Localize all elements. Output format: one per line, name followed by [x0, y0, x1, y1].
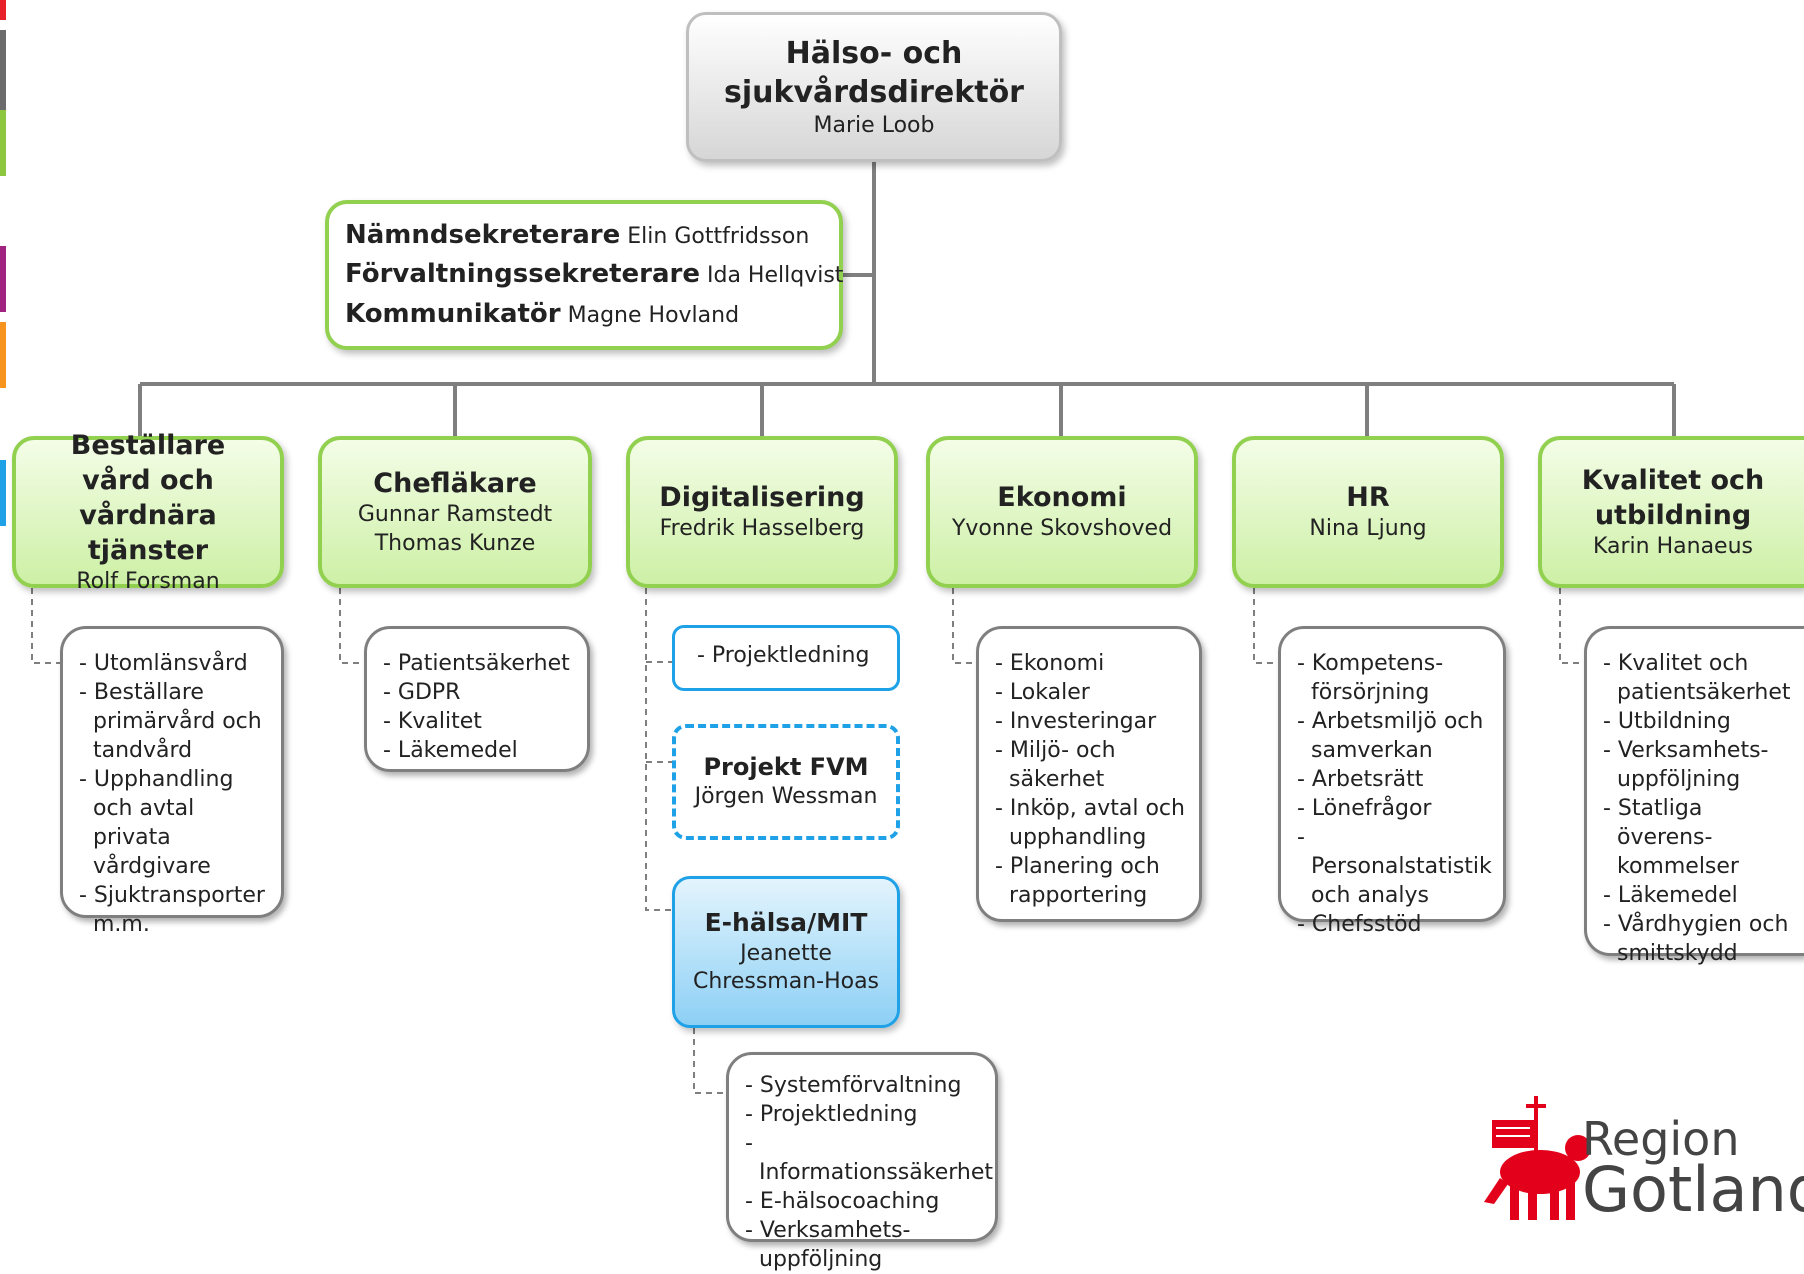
staff-name: Elin Gottfridsson — [627, 223, 810, 249]
unit-ehalsa-mit: E-hälsa/MIT Jeanette Chressman-Hoas — [672, 876, 900, 1028]
edge-bar-orange — [0, 322, 6, 388]
dept-name: Yvonne Skovshoved — [951, 516, 1173, 542]
list-item: - Patientsäkerhet — [383, 651, 570, 676]
list-item: - Planering och rapportering — [995, 854, 1160, 908]
dept-digitalisering: Digitalisering Fredrik Hasselberg — [626, 436, 898, 588]
unit-title: Projekt FVM — [703, 753, 869, 782]
dept-name: Rolf Forsman — [76, 568, 220, 594]
dept-title: Beställare vård och vårdnära tjänster — [70, 429, 226, 566]
director-title: Hälso- och sjukvårdsdirektör — [724, 35, 1024, 110]
list-item: - Lönefrågor — [1297, 796, 1432, 821]
staff-role: Förvaltningssekreterare — [345, 259, 700, 290]
director-name: Marie Loob — [813, 112, 935, 138]
list-item: - Lokaler — [995, 680, 1090, 705]
dept-title: Ekonomi — [997, 482, 1127, 514]
unit-projekt-fvm: Projekt FVM Jörgen Wessman — [672, 724, 900, 840]
unit-name: Chressman-Hoas — [692, 969, 880, 995]
edge-bar-blue — [0, 460, 6, 526]
list-bestallare: - Utomlänsvård - Beställare primärvård o… — [60, 626, 284, 937]
list-hr: - Kompetens-försörjning - Arbetsmiljö oc… — [1278, 626, 1506, 937]
dept-name: Gunnar Ramstedt — [357, 501, 553, 527]
list-item: - Projektledning — [745, 1102, 918, 1127]
dept-bestallare: Beställare vård och vårdnära tjänster Ro… — [12, 430, 284, 594]
list-item: - Läkemedel — [383, 738, 518, 763]
list-item: - Arbetsrätt — [1297, 767, 1424, 792]
list-item: - GDPR — [383, 680, 461, 705]
list-item: - Arbetsmiljö och samverkan — [1297, 709, 1484, 763]
list-item: - Utbildning — [1603, 709, 1731, 734]
list-item: - Investeringar — [995, 709, 1157, 734]
dash-ehalsa — [693, 1028, 726, 1094]
unit-label: - Projektledning — [697, 643, 870, 668]
gotland-ram-icon — [1484, 1096, 1591, 1220]
dept-ekonomi: Ekonomi Yvonne Skovshoved — [926, 436, 1198, 588]
unit-projektledning: - Projektledning — [672, 625, 900, 691]
list-item: - Miljö- och säkerhet — [995, 738, 1116, 792]
dept-title: Chefläkare — [373, 467, 537, 499]
list-item: - Ekonomi — [995, 651, 1105, 676]
list-item: - Informationssäkerhet — [745, 1131, 994, 1185]
dept-name: Nina Ljung — [1309, 516, 1427, 542]
staff-box: Nämndsekreterare Elin Gottfridsson Förva… — [325, 200, 843, 350]
list-item: - Utomlänsvård — [79, 651, 248, 676]
dash-kvalitet — [1559, 588, 1586, 664]
list-item: - Sjuktransporter m.m. — [79, 883, 265, 937]
edge-bar-red — [0, 0, 6, 20]
logo-region-text: Region — [1582, 1112, 1740, 1166]
dash-cheflakare — [339, 588, 366, 664]
list-item: - Vårdhygien och smittskydd — [1603, 912, 1789, 966]
unit-name: Jörgen Wessman — [694, 784, 878, 810]
staff-role: Kommunikatör — [345, 298, 561, 329]
edge-bar-green — [0, 110, 6, 176]
list-item: - Inköp, avtal och upphandling — [995, 796, 1185, 850]
unit-title: E-hälsa/MIT — [704, 908, 868, 938]
dept-title: HR — [1346, 482, 1390, 514]
dash-ekonomi — [952, 588, 978, 664]
logo-flag — [1492, 1120, 1534, 1148]
dash-hr — [1253, 588, 1280, 664]
dash-bestallare — [31, 588, 60, 664]
list-item: - Personalstatistik och analys — [1297, 825, 1492, 908]
dash-digitalisering-trunk — [645, 588, 672, 911]
list-item: - Kvalitet — [383, 709, 482, 734]
list-item: - Kompetens-försörjning — [1297, 651, 1444, 705]
list-item: - Läkemedel — [1603, 883, 1738, 908]
staff-row: Kommunikatör Magne Hovland — [345, 295, 739, 335]
staff-name: Ida Hellqvist — [707, 263, 844, 289]
logo-gotland-text: Gotland — [1582, 1153, 1804, 1226]
list-item: - Verksamhets-uppföljning — [1603, 738, 1769, 792]
staff-row: Nämndsekreterare Elin Gottfridsson — [345, 216, 809, 256]
dept-kvalitet: Kvalitet och utbildning Karin Hanaeus — [1538, 436, 1804, 588]
edge-bar-purple — [0, 246, 6, 312]
edge-bar-gray — [0, 30, 6, 128]
unit-name: Jeanette — [740, 940, 832, 966]
list-item: - Systemförvaltning — [745, 1073, 962, 1098]
list-item: - Kvalitet och patientsäkerhet — [1603, 651, 1791, 705]
list-ehalsa: - Systemförvaltning - Projektledning - I… — [726, 1052, 998, 1272]
list-item: - Verksamhets-uppföljning — [745, 1218, 911, 1272]
dept-cheflakare: Chefläkare Gunnar Ramstedt Thomas Kunze — [318, 436, 592, 588]
dept-name: Thomas Kunze — [374, 530, 536, 556]
dept-title: Digitalisering — [659, 482, 865, 514]
list-ekonomi: - Ekonomi - Lokaler - Investeringar - Mi… — [976, 626, 1202, 922]
list-item: - Chefsstöd — [1297, 912, 1422, 937]
staff-name: Magne Hovland — [567, 302, 740, 328]
staff-row: Förvaltningssekreterare Ida Hellqvist — [345, 255, 843, 295]
director-box: Hälso- och sjukvårdsdirektör Marie Loob — [686, 12, 1062, 162]
staff-role: Nämndsekreterare — [345, 219, 621, 250]
dept-title: Kvalitet och utbildning — [1581, 464, 1765, 531]
list-item: - E-hälsocoaching — [745, 1189, 940, 1214]
list-item: - Beställare primärvård och tandvård — [79, 680, 262, 763]
dept-name: Fredrik Hasselberg — [659, 516, 865, 542]
dept-name: Karin Hanaeus — [1592, 533, 1753, 559]
dept-hr: HR Nina Ljung — [1232, 436, 1504, 588]
list-kvalitet: - Kvalitet och patientsäkerhet - Utbildn… — [1584, 626, 1804, 966]
list-item: - Upphandling och avtal privata vårdgiva… — [79, 767, 234, 879]
connector-lines — [31, 162, 1676, 1094]
list-cheflakare: - Patientsäkerhet - GDPR - Kvalitet - Lä… — [364, 626, 590, 772]
list-item: - Statliga överens-kommelser — [1603, 796, 1739, 879]
